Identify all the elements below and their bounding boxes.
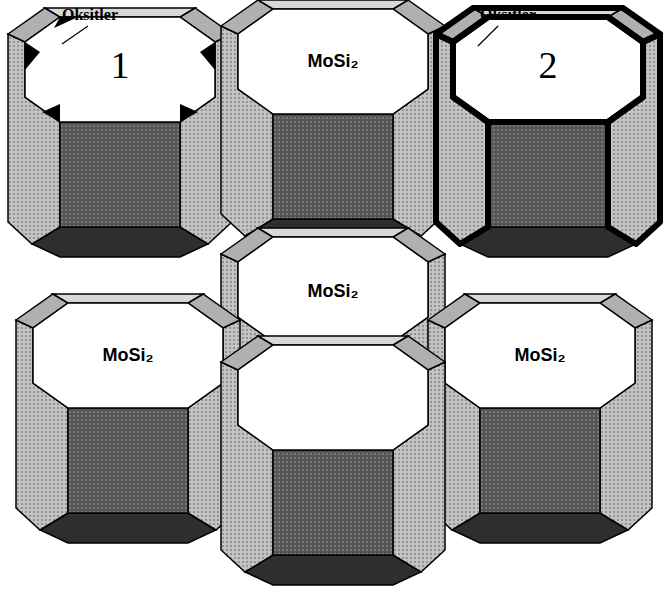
grain xyxy=(16,294,240,543)
oxide-label: Oksitler xyxy=(62,6,118,24)
grain xyxy=(221,0,445,249)
phase-label: MoSi₂ xyxy=(103,346,154,366)
phase-label: MoSi₂ xyxy=(308,282,359,302)
grain xyxy=(428,294,652,543)
oxide-film xyxy=(436,8,660,244)
leader-line xyxy=(478,26,498,46)
phase-label: MoSi₂ xyxy=(308,52,359,72)
phase-label: MoSi₂ xyxy=(515,346,566,366)
oxide-pockets xyxy=(25,17,215,122)
callout-number: 2 xyxy=(539,45,558,87)
leader-line xyxy=(62,26,88,44)
oxide-label: Oksitler xyxy=(480,6,536,24)
grain xyxy=(221,336,445,585)
callout-number: 1 xyxy=(111,45,130,87)
grain-2 xyxy=(436,8,660,257)
grain-1 xyxy=(8,8,232,257)
